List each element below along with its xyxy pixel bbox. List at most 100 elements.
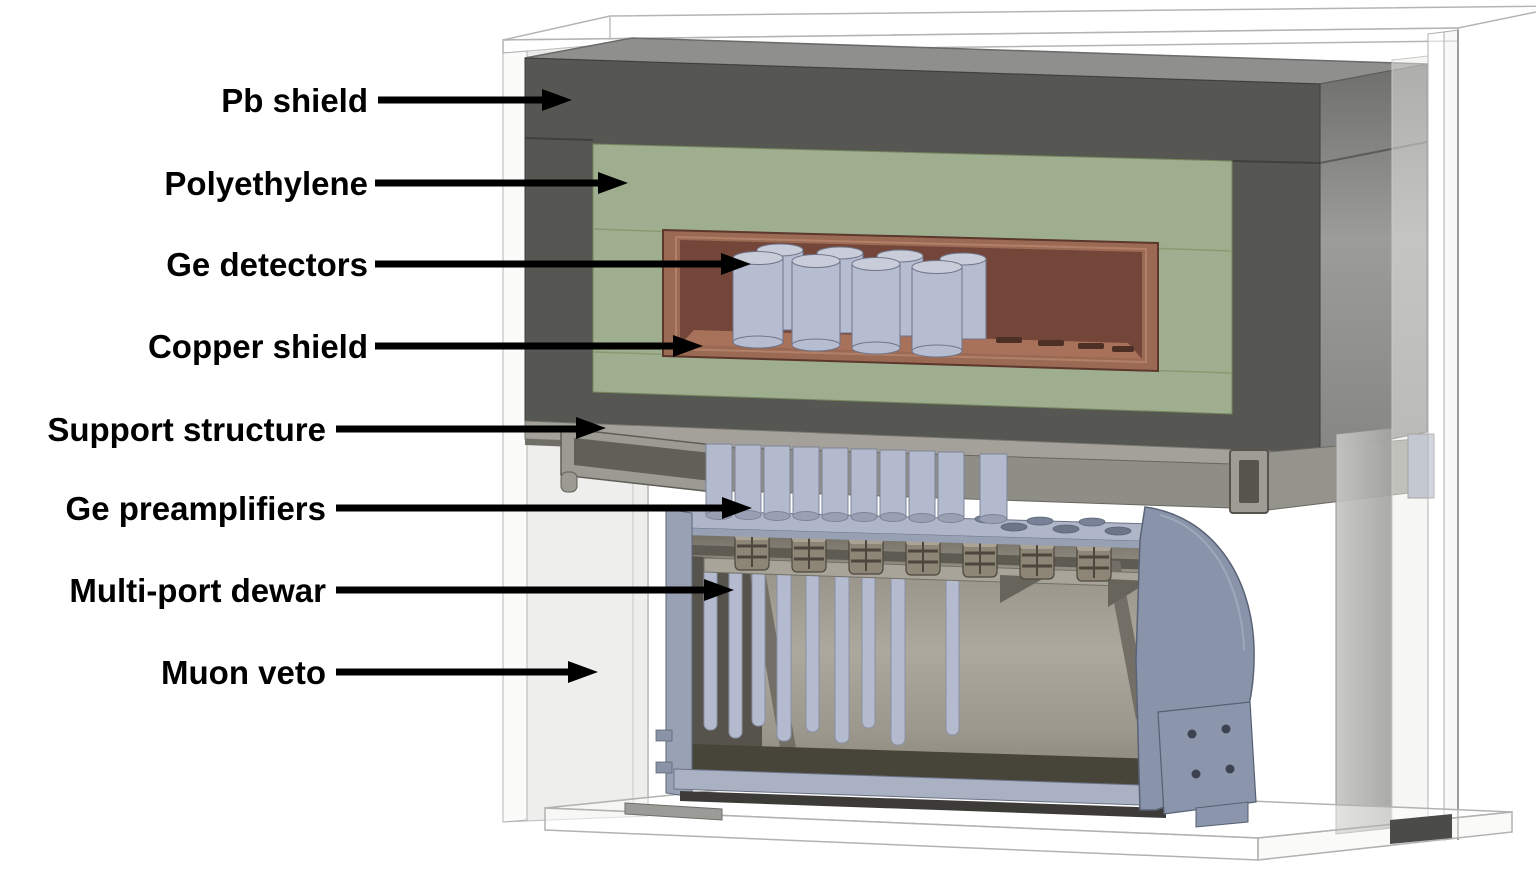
preamp-cylinder-bottom bbox=[792, 511, 820, 521]
dewar-tube bbox=[751, 565, 766, 727]
port-fitting-pair bbox=[962, 539, 998, 578]
veto-right-inner-panel bbox=[1391, 55, 1429, 839]
support-post-right bbox=[1335, 427, 1393, 835]
arrowhead-multi-port-dewar bbox=[704, 579, 734, 601]
annotation-polyethylene: Polyethylene bbox=[164, 165, 628, 202]
dewar-top-plate-lip bbox=[684, 528, 1168, 549]
port-hole bbox=[1104, 526, 1132, 536]
support-beam-end-hollow bbox=[1239, 460, 1259, 503]
dewar-end-cap-highlight bbox=[1159, 514, 1245, 651]
preamp-cylinder bbox=[908, 450, 936, 519]
port-fitting-pair bbox=[905, 537, 941, 576]
dewar-shelf-brace bbox=[1000, 575, 1046, 603]
preamp-cylinder-bottom bbox=[821, 512, 849, 522]
annotations: Pb shield Polyethylene Ge detectors Copp… bbox=[47, 82, 752, 691]
dewar-foot bbox=[624, 802, 723, 821]
detector-cylinder-bottom bbox=[791, 338, 841, 352]
label-pb-shield: Pb shield bbox=[221, 82, 368, 119]
label-copper-shield: Copper shield bbox=[148, 328, 368, 365]
annotation-support-structure: Support structure bbox=[47, 411, 606, 448]
arrowhead-pb-shield bbox=[542, 89, 572, 111]
copper-floor-slot bbox=[1038, 340, 1064, 346]
dewar-left-wall bbox=[665, 508, 693, 798]
port-hole bbox=[1026, 516, 1054, 526]
bracket-bolt-hole bbox=[1221, 724, 1231, 734]
preamp-cylinder-bottom bbox=[908, 513, 936, 523]
dewar-foot-tab bbox=[1195, 801, 1249, 828]
bracket-bolt-hole bbox=[1225, 764, 1235, 774]
label-support-structure: Support structure bbox=[47, 411, 326, 448]
copper-inner-lip bbox=[675, 235, 1147, 364]
port-fitting-pair bbox=[1019, 541, 1055, 580]
label-polyethylene: Polyethylene bbox=[164, 165, 368, 202]
arrowhead-copper-shield bbox=[673, 335, 703, 357]
annotation-pb-shield: Pb shield bbox=[221, 82, 572, 119]
preamp-cylinder-bottom bbox=[979, 514, 1007, 524]
preamp-cylinder bbox=[879, 449, 907, 518]
veto-right-panel bbox=[1427, 31, 1445, 841]
dewar-hinge bbox=[655, 729, 673, 742]
label-ge-detectors: Ge detectors bbox=[166, 246, 368, 283]
detector-cylinder-bottom bbox=[851, 341, 901, 355]
detector-cylinder-bottom bbox=[911, 344, 963, 358]
label-ge-preamplifiers: Ge preamplifiers bbox=[66, 490, 326, 527]
detector-cylinder-top bbox=[911, 260, 963, 274]
detector-cylinder bbox=[911, 266, 963, 352]
dewar-tube bbox=[890, 569, 906, 746]
arrowhead-ge-detectors bbox=[721, 253, 751, 275]
annotation-ge-detectors: Ge detectors bbox=[166, 246, 751, 283]
dewar-tube bbox=[945, 571, 960, 736]
dewar-hinge bbox=[655, 761, 673, 774]
detector-cylinder-top bbox=[791, 254, 841, 268]
detector-cylinder-top bbox=[851, 257, 901, 271]
label-muon-veto: Muon veto bbox=[161, 654, 326, 691]
dewar-tube bbox=[861, 568, 876, 729]
dewar-tube bbox=[728, 565, 743, 739]
detector-cylinder bbox=[851, 263, 901, 349]
support-channel-lip bbox=[560, 471, 578, 493]
preamp-cylinder-bottom bbox=[734, 510, 762, 520]
preamp-cylinder-bottom bbox=[850, 512, 878, 522]
copper-floor-slot bbox=[1078, 343, 1104, 349]
preamp-cylinder bbox=[821, 447, 849, 518]
preamp-cylinder bbox=[792, 446, 820, 517]
annotation-muon-veto: Muon veto bbox=[161, 654, 598, 691]
dewar-mount-bracket bbox=[1157, 701, 1257, 815]
pb-lid-seam bbox=[524, 137, 594, 141]
arrowhead-ge-preamplifiers bbox=[722, 497, 752, 519]
port-hole bbox=[1000, 522, 1028, 532]
preamp-cylinder bbox=[979, 453, 1008, 520]
bracket-bolt-hole bbox=[1187, 729, 1197, 739]
port-hole bbox=[1078, 517, 1106, 527]
annotation-multi-port-dewar: Multi-port dewar bbox=[69, 572, 734, 609]
preamp-cylinder bbox=[937, 451, 965, 519]
multi-port-dewar bbox=[624, 506, 1257, 828]
dewar-tube bbox=[805, 567, 820, 733]
annotation-copper-shield: Copper shield bbox=[148, 328, 703, 365]
veto-right-panel bbox=[1443, 29, 1459, 841]
bracket-bolt-hole bbox=[1191, 769, 1201, 779]
preamp-cylinder-bottom bbox=[879, 512, 907, 522]
ge-preamplifiers bbox=[705, 443, 1008, 524]
preamp-cylinder-bottom bbox=[763, 511, 791, 521]
arrowhead-muon-veto bbox=[568, 661, 598, 683]
detector-cylinder bbox=[791, 260, 841, 346]
muon-veto-right-panels bbox=[1335, 29, 1459, 841]
port-fitting-pair bbox=[734, 532, 770, 571]
label-multi-port-dewar: Multi-port dewar bbox=[69, 572, 326, 609]
detector-cylinder bbox=[732, 257, 784, 343]
preamp-cylinder bbox=[705, 443, 733, 516]
detector-cylinder-bottom bbox=[732, 335, 784, 349]
preamp-cylinder bbox=[850, 448, 878, 518]
port-fitting-pair bbox=[848, 536, 884, 575]
arrowhead-polyethylene bbox=[598, 172, 628, 194]
pb-lid-seam bbox=[1231, 160, 1321, 164]
veto-left-front-strip bbox=[502, 50, 528, 823]
dewar-tube bbox=[776, 566, 792, 742]
dewar-tubes bbox=[703, 563, 960, 746]
ge-detectors bbox=[732, 243, 987, 358]
copper-floor-slot bbox=[996, 337, 1022, 343]
dewar-tube bbox=[834, 568, 850, 744]
